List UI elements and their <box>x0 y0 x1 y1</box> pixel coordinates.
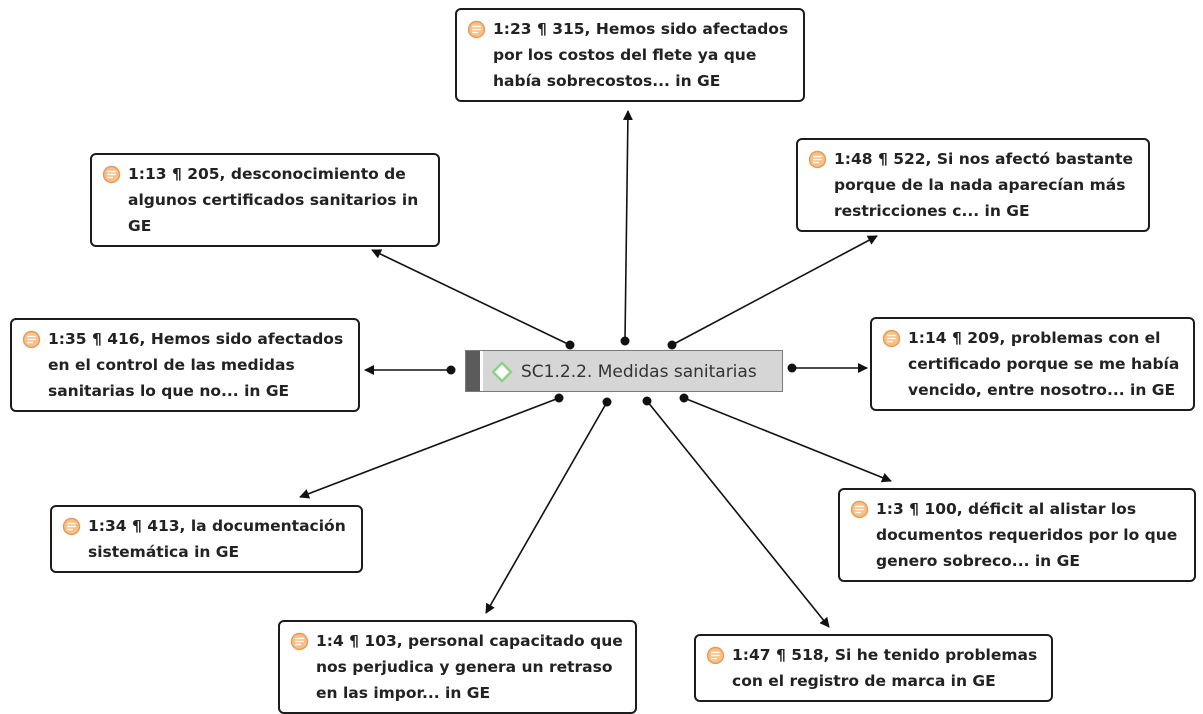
quotation-node-1-47[interactable]: 1:47 ¶ 518, Si he tenido problemas con e… <box>694 634 1053 702</box>
link-anchor-dot <box>787 363 797 373</box>
quotation-icon <box>22 330 41 349</box>
quotation-text: 1:3 ¶ 100, déficit al alistar los docume… <box>876 500 1178 570</box>
quotation-icon <box>882 329 901 348</box>
link-anchor-dot <box>620 336 630 346</box>
code-node[interactable]: SC1.2.2. Medidas sanitarias <box>465 350 783 392</box>
code-diamond-icon <box>491 361 513 383</box>
quotation-text: 1:13 ¶ 205, desconocimiento de algunos c… <box>128 165 419 235</box>
quotation-node-1-34[interactable]: 1:34 ¶ 413, la documentación sistemática… <box>50 505 363 573</box>
link-line-1-13[interactable] <box>371 249 571 346</box>
link-anchor-dot <box>667 340 677 350</box>
quotation-node-1-35[interactable]: 1:35 ¶ 416, Hemos sido afectados en el c… <box>10 318 360 412</box>
quotation-node-1-13[interactable]: 1:13 ¶ 205, desconocimiento de algunos c… <box>90 153 440 247</box>
quotation-text: 1:14 ¶ 209, problemas con el certificado… <box>908 329 1180 399</box>
code-label: SC1.2.2. Medidas sanitarias <box>521 362 757 382</box>
link-anchor-dot <box>602 397 612 407</box>
link-anchor-dot <box>565 340 575 350</box>
quotation-icon <box>102 165 121 184</box>
link-anchor-dot <box>554 393 564 403</box>
link-anchor-dot <box>642 396 652 406</box>
code-node-stripe <box>466 351 480 391</box>
link-line-1-23[interactable] <box>622 110 633 342</box>
link-anchor-dot <box>679 393 689 403</box>
code-node-gap <box>480 351 483 391</box>
quotation-text: 1:23 ¶ 315, Hemos sido afectados por los… <box>493 20 789 90</box>
quotation-icon <box>850 500 869 519</box>
quotation-text: 1:35 ¶ 416, Hemos sido afectados en el c… <box>48 330 344 400</box>
quotation-text: 1:48 ¶ 522, Si nos afectó bastante porqu… <box>834 150 1133 220</box>
quotation-node-1-23[interactable]: 1:23 ¶ 315, Hemos sido afectados por los… <box>455 8 805 102</box>
link-anchor-dot <box>446 365 456 375</box>
link-line-1-34[interactable] <box>299 397 560 499</box>
link-line-1-4[interactable] <box>485 401 608 614</box>
link-line-1-3[interactable] <box>683 397 892 483</box>
quotation-node-1-4[interactable]: 1:4 ¶ 103, personal capacitado que nos p… <box>278 620 637 714</box>
quotation-node-1-14[interactable]: 1:14 ¶ 209, problemas con el certificado… <box>870 317 1195 411</box>
quotation-text: 1:4 ¶ 103, personal capacitado que nos p… <box>316 632 623 702</box>
quotation-node-1-48[interactable]: 1:48 ¶ 522, Si nos afectó bastante porqu… <box>796 138 1150 232</box>
quotation-text: 1:47 ¶ 518, Si he tenido problemas con e… <box>732 646 1038 690</box>
quotation-icon <box>467 20 486 39</box>
quotation-text: 1:34 ¶ 413, la documentación sistemática… <box>88 517 346 561</box>
quotation-node-1-3[interactable]: 1:3 ¶ 100, déficit al alistar los docume… <box>838 488 1196 582</box>
quotation-icon <box>706 646 725 665</box>
link-line-1-48[interactable] <box>671 235 878 346</box>
quotation-icon <box>290 632 309 651</box>
quotation-icon <box>62 517 81 536</box>
link-line-1-47[interactable] <box>646 400 830 628</box>
quotation-icon <box>808 150 827 169</box>
